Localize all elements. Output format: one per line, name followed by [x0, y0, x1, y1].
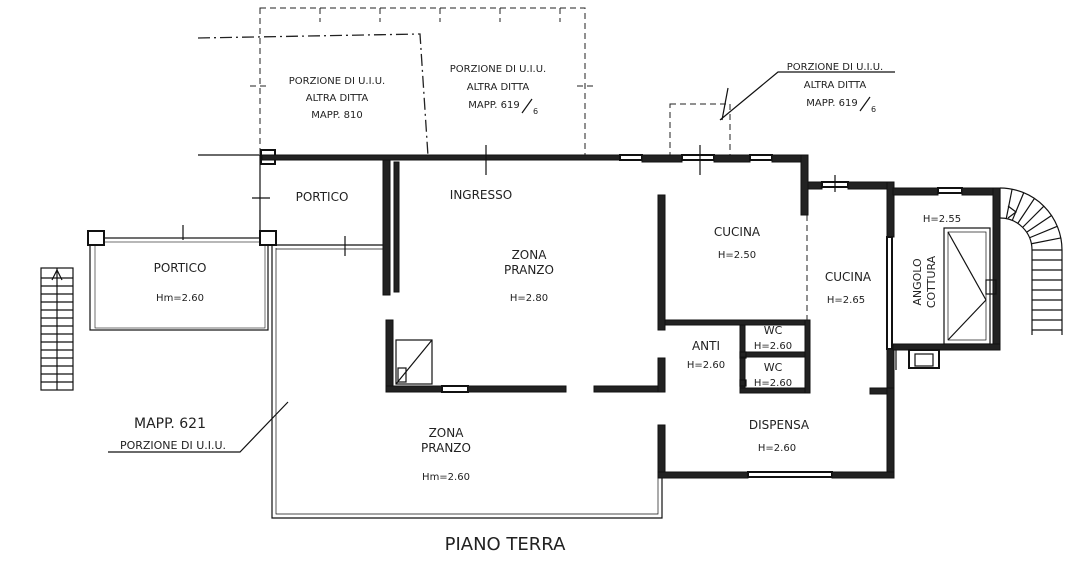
stair-tread	[1017, 198, 1035, 224]
mapp-621-subtitle: PORZIONE DI U.I.U.	[120, 439, 226, 452]
mapp-621-title: MAPP. 621	[134, 416, 206, 432]
room-zona-pranzo-top-2: PRANZO	[504, 263, 554, 277]
room-zona-pranzo-bottom-1: ZONA	[429, 426, 465, 440]
room-portico-left-height: Hm=2.60	[156, 293, 204, 304]
main-walls	[261, 145, 1001, 479]
room-anti-height: H=2.60	[687, 360, 725, 371]
room-wc-2-height: H=2.60	[754, 378, 792, 389]
fraction-slash	[521, 98, 533, 114]
stair-tread	[1026, 215, 1052, 233]
room-zona-pranzo-bottom-2: PRANZO	[421, 441, 471, 455]
room-dispensa-height: H=2.60	[758, 443, 796, 454]
room-cucina-2: CUCINA	[825, 270, 872, 284]
stair-outer-edge	[999, 187, 1063, 335]
mapp-621-boundary	[252, 149, 663, 519]
neighbor-619b-line3: MAPP. 619	[806, 98, 857, 109]
room-portico-top: PORTICO	[296, 190, 349, 204]
neighbor-810-line1: PORZIONE DI U.I.U.	[289, 76, 385, 87]
room-angolo-cottura-1: ANGOLO	[911, 258, 924, 306]
neighbor-619a-line1: PORZIONE DI U.I.U.	[450, 64, 546, 75]
drawing-title: PIANO TERRA	[445, 534, 566, 555]
room-cucina-2-height: H=2.65	[827, 295, 865, 306]
room-angolo-cottura-2: COTTURA	[925, 255, 938, 308]
room-angolo-cottura-height: H=2.55	[923, 214, 961, 225]
neighbor-619a-fraction: 6	[533, 107, 538, 116]
stair-tread	[1005, 189, 1013, 219]
room-wc-2: WC	[764, 361, 783, 374]
stair-arrow	[1007, 205, 1017, 219]
room-anti: ANTI	[692, 339, 720, 353]
neighbor-619b-line1: PORZIONE DI U.I.U.	[787, 62, 883, 73]
room-cucina-1-height: H=2.50	[718, 250, 756, 261]
room-portico-left: PORTICO	[154, 261, 207, 275]
portico-left-structure	[87, 225, 277, 331]
mapp-621-leader	[108, 401, 289, 453]
stair-arrow	[51, 268, 63, 281]
fraction-slash	[859, 96, 871, 112]
neighbor-619a-line2: ALTRA DITTA	[467, 82, 530, 93]
stair-tread	[1022, 205, 1045, 228]
stair-tread	[1011, 192, 1025, 221]
neighbor-810-line3: MAPP. 810	[311, 110, 362, 121]
neighbor-810-line2: ALTRA DITTA	[306, 93, 369, 104]
room-wc-1: WC	[764, 324, 783, 337]
stair-right	[999, 187, 1063, 335]
neighbor-619b-fraction: 6	[871, 105, 876, 114]
room-cucina-1: CUCINA	[714, 225, 761, 239]
stair-tread	[1029, 225, 1058, 239]
neighbor-619a-line3: MAPP. 619	[468, 100, 519, 111]
room-zona-pranzo-bottom-height: Hm=2.60	[422, 472, 470, 483]
room-zona-pranzo-top-height: H=2.80	[510, 293, 548, 304]
room-wc-1-height: H=2.60	[754, 341, 792, 352]
room-ingresso: INGRESSO	[450, 188, 512, 202]
stair-inner-edge	[999, 217, 1033, 335]
stair-tread	[1031, 237, 1061, 245]
room-dispensa: DISPENSA	[749, 418, 810, 432]
room-zona-pranzo-top-1: ZONA	[512, 248, 548, 262]
neighbor-619b-line2: ALTRA DITTA	[804, 80, 867, 91]
stair-left	[40, 267, 74, 391]
